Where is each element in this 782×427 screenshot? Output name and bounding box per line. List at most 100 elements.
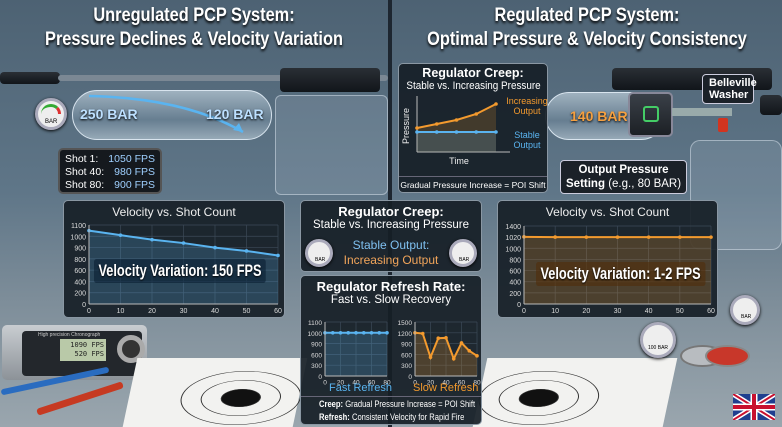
right-title-line2: Optimal Pressure & Velocity Consistency: [427, 29, 747, 50]
y-tick-label: 300: [401, 363, 412, 370]
x-tick-label: 20: [582, 308, 590, 315]
y-tick-label: 600: [401, 352, 412, 359]
y-tick-label: 0: [408, 374, 412, 381]
data-point: [118, 233, 123, 237]
increasing-gauge: BAR: [449, 239, 477, 267]
data-point: [377, 331, 382, 335]
x-tick-label: 30: [180, 308, 188, 315]
data-point: [181, 241, 186, 245]
x-tick-label: 20: [148, 308, 156, 315]
data-point: [276, 253, 280, 258]
creep-subtitle: Stable vs. Increasing Pressure: [406, 80, 541, 92]
x-tick-label: 10: [551, 308, 559, 315]
x-tick-label: 50: [243, 308, 251, 315]
x-tick-label: 40: [645, 308, 653, 315]
data-point: [434, 122, 439, 126]
data-point: [415, 130, 419, 134]
stable-output-label: Stable Output:: [352, 238, 430, 252]
data-point: [475, 354, 479, 358]
belleville-washer-label: Belleville Washer: [702, 74, 757, 104]
fast-refresh-label: Fast Refresh: [329, 382, 392, 394]
left-title-line2: Pressure Declines & Velocity Variation: [45, 29, 343, 50]
series-area: [417, 104, 496, 152]
chart-title: Velocity vs. Shot Count: [545, 205, 670, 219]
regulator: [628, 92, 673, 137]
stable-output-label: Output: [513, 140, 541, 150]
data-point: [361, 331, 366, 335]
y-tick-label: 1000: [308, 331, 323, 338]
refresh-notes: Creep: Gradual Pressure Increase = POI S…: [301, 396, 481, 424]
data-point: [415, 126, 419, 130]
shot-row: Shot 1:1050 FPS: [65, 153, 155, 165]
data-point: [150, 237, 154, 242]
left-title: Unregulated PCP System: Pressure Decline…: [0, 4, 388, 52]
y-tick-label: 200: [509, 291, 521, 298]
data-point: [494, 130, 498, 134]
data-point: [474, 112, 479, 116]
data-point: [428, 355, 433, 360]
action-block: [275, 95, 388, 195]
y-tick-label: 400: [74, 279, 86, 286]
increasing-output-label: Increasing: [506, 96, 548, 106]
creep-title: Regulator Creep:: [422, 66, 524, 80]
data-point: [338, 331, 343, 335]
y-tick-label: 900: [74, 246, 86, 253]
stable-output-label: Stable: [514, 130, 540, 140]
creep-title: Regulator Creep:: [338, 204, 444, 219]
left-velocity-chart: Velocity vs. Shot Count 0 200 400 600 800 900…: [63, 200, 285, 318]
data-point: [434, 130, 439, 134]
x-tick-label: 60: [707, 308, 715, 315]
y-tick-label: 1200: [398, 331, 413, 338]
y-tick-label: 600: [509, 269, 521, 276]
data-point: [467, 349, 472, 353]
x-tick-label: 10: [117, 308, 125, 315]
creep-subtitle: Stable vs. Increasing Pressure: [313, 219, 469, 231]
right-target: [472, 358, 678, 427]
right-title-line1: Regulated PCP System:: [494, 5, 680, 26]
chart-title: Velocity vs. Shot Count: [112, 205, 236, 219]
data-point: [213, 245, 217, 250]
x-tick-label: 0: [323, 380, 327, 387]
center-creep-panel: Regulator Creep: Stable vs. Increasing P…: [300, 200, 482, 272]
series-area: [325, 332, 387, 376]
x-tick-label: 60: [368, 380, 376, 387]
y-tick-label: 1100: [308, 320, 322, 327]
y-tick-label: 200: [74, 291, 86, 298]
y-tick-label: 600: [311, 352, 322, 359]
series-area: [417, 132, 496, 152]
velocity-variation-label: Velocity Variation: 1-2 FPS: [536, 262, 706, 286]
trigger-sear: [718, 118, 728, 132]
y-tick-label: 1000: [70, 234, 86, 241]
y-tick-label: 1020: [505, 235, 521, 242]
tank-end-pressure: 120 BAR: [206, 106, 264, 122]
red-screwdriver: [36, 381, 124, 416]
barrel-right: [760, 95, 782, 115]
x-tick-label: 50: [676, 308, 684, 315]
data-point: [385, 331, 389, 335]
gauge-100-bar: 100 BAR: [640, 322, 676, 358]
y-tick-label: 1500: [398, 320, 413, 327]
tank-start-pressure: 250 BAR: [80, 106, 138, 122]
creep-note: Gradual Pressure Increase = POI Shift: [399, 176, 547, 190]
data-point: [553, 235, 557, 239]
y-axis-label: Pressure: [401, 108, 411, 144]
data-point: [459, 341, 464, 345]
x-tick-label: 0: [87, 308, 91, 315]
fill-gauge: BAR: [730, 295, 760, 325]
y-tick-label: 1400: [505, 224, 521, 231]
y-tick-label: 1000: [505, 246, 521, 253]
y-tick-label: 0: [517, 302, 521, 309]
data-point: [454, 130, 459, 134]
pressure-drop-arrow: [88, 94, 244, 134]
uk-flag-icon[interactable]: [733, 394, 775, 420]
refresh-title: Regulator Refresh Rate:: [316, 279, 466, 294]
y-tick-label: 900: [401, 342, 412, 349]
data-point: [451, 356, 456, 361]
y-tick-label: 800: [74, 257, 86, 264]
data-point: [354, 331, 358, 335]
y-tick-label: 600: [74, 268, 86, 275]
data-point: [615, 235, 620, 239]
shot-row: Shot 80:900 FPS: [65, 179, 155, 191]
